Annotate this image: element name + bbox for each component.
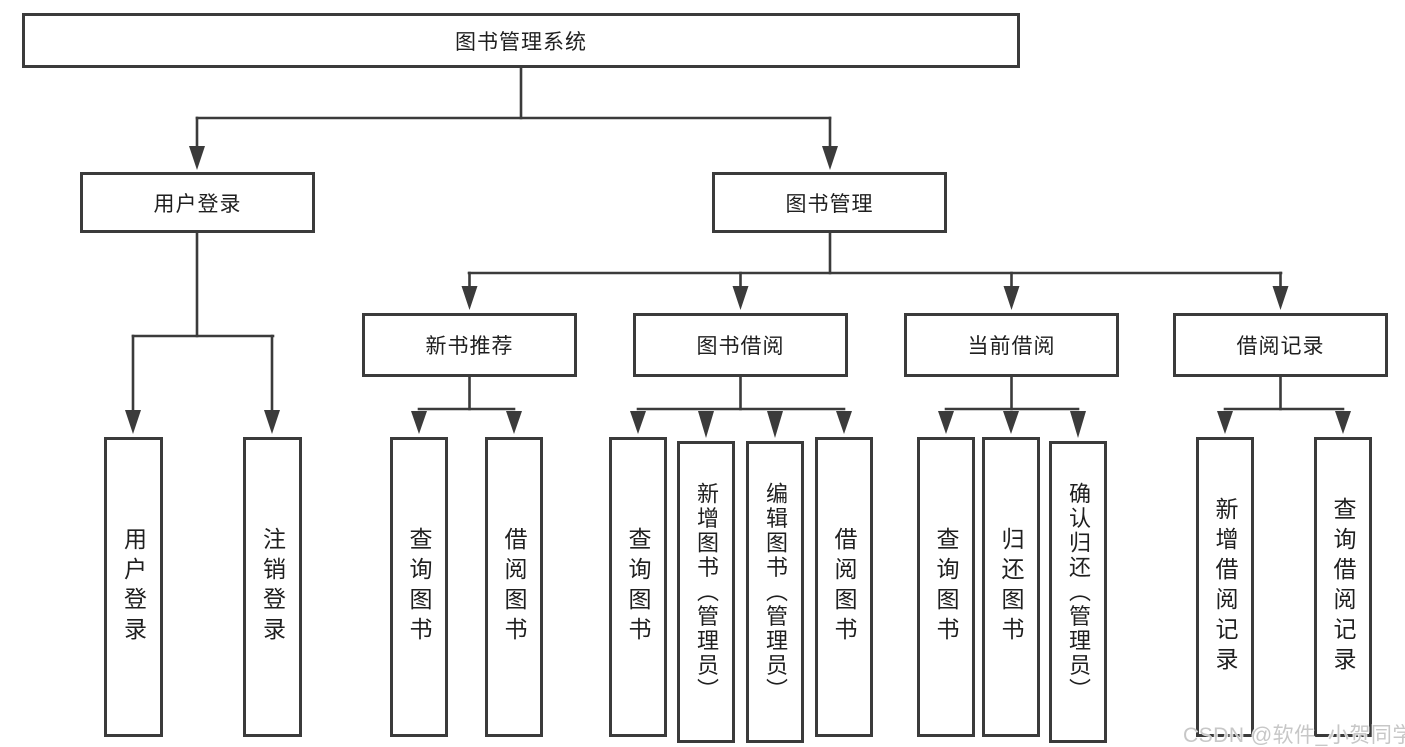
node-borrow-record: 借阅记录	[1173, 313, 1388, 377]
node-leaf-edit-book-admin: 编辑图书（管理员）	[746, 441, 804, 743]
node-leaf-add-borrow-record: 新增借阅记录	[1196, 437, 1254, 737]
node-label: 图书管理系统	[455, 30, 587, 54]
node-leaf-query-book-3: 查询图书	[917, 437, 975, 737]
node-label: 注销登录	[259, 527, 286, 647]
node-label: 归还图书	[998, 527, 1024, 647]
node-leaf-logout: 注销登录	[243, 437, 302, 737]
node-root-system: 图书管理系统	[22, 13, 1020, 68]
node-label: 新增借阅记录	[1212, 497, 1238, 677]
node-label: 确认归还（管理员）	[1066, 481, 1091, 703]
node-leaf-query-book-1: 查询图书	[390, 437, 448, 737]
node-label: 查询图书	[406, 527, 432, 647]
node-leaf-borrow-book-1: 借阅图书	[485, 437, 543, 737]
node-label: 借阅图书	[501, 527, 527, 647]
node-leaf-user-login: 用户登录	[104, 437, 163, 737]
node-current-borrow: 当前借阅	[904, 313, 1119, 377]
node-label: 借阅图书	[831, 527, 857, 647]
node-leaf-borrow-book-2: 借阅图书	[815, 437, 873, 737]
node-label: 查询图书	[933, 527, 959, 647]
node-label: 当前借阅	[967, 335, 1056, 358]
node-label: 图书管理	[785, 192, 874, 216]
node-label: 查询借阅记录	[1330, 497, 1356, 677]
node-leaf-return-book: 归还图书	[982, 437, 1040, 737]
node-label: 用户登录	[153, 192, 242, 216]
node-label: 新书推荐	[425, 335, 514, 358]
node-leaf-query-borrow-record: 查询借阅记录	[1314, 437, 1372, 737]
node-label: 编辑图书（管理员）	[763, 481, 788, 703]
node-label: 借阅记录	[1236, 335, 1325, 358]
node-book-management-module: 图书管理	[712, 172, 947, 233]
node-leaf-confirm-return-admin: 确认归还（管理员）	[1049, 441, 1107, 743]
node-label: 查询图书	[625, 527, 651, 647]
node-user-login-module: 用户登录	[80, 172, 315, 233]
node-book-borrow: 图书借阅	[633, 313, 848, 377]
node-label: 图书借阅	[696, 335, 785, 358]
node-new-book-recommend: 新书推荐	[362, 313, 577, 377]
csdn-watermark: CSDN @软件_小贺同学	[1183, 724, 1405, 747]
node-leaf-query-book-2: 查询图书	[609, 437, 667, 737]
node-leaf-add-book-admin: 新增图书（管理员）	[677, 441, 735, 743]
node-label: 新增图书（管理员）	[694, 481, 719, 703]
node-label: 用户登录	[120, 527, 147, 647]
